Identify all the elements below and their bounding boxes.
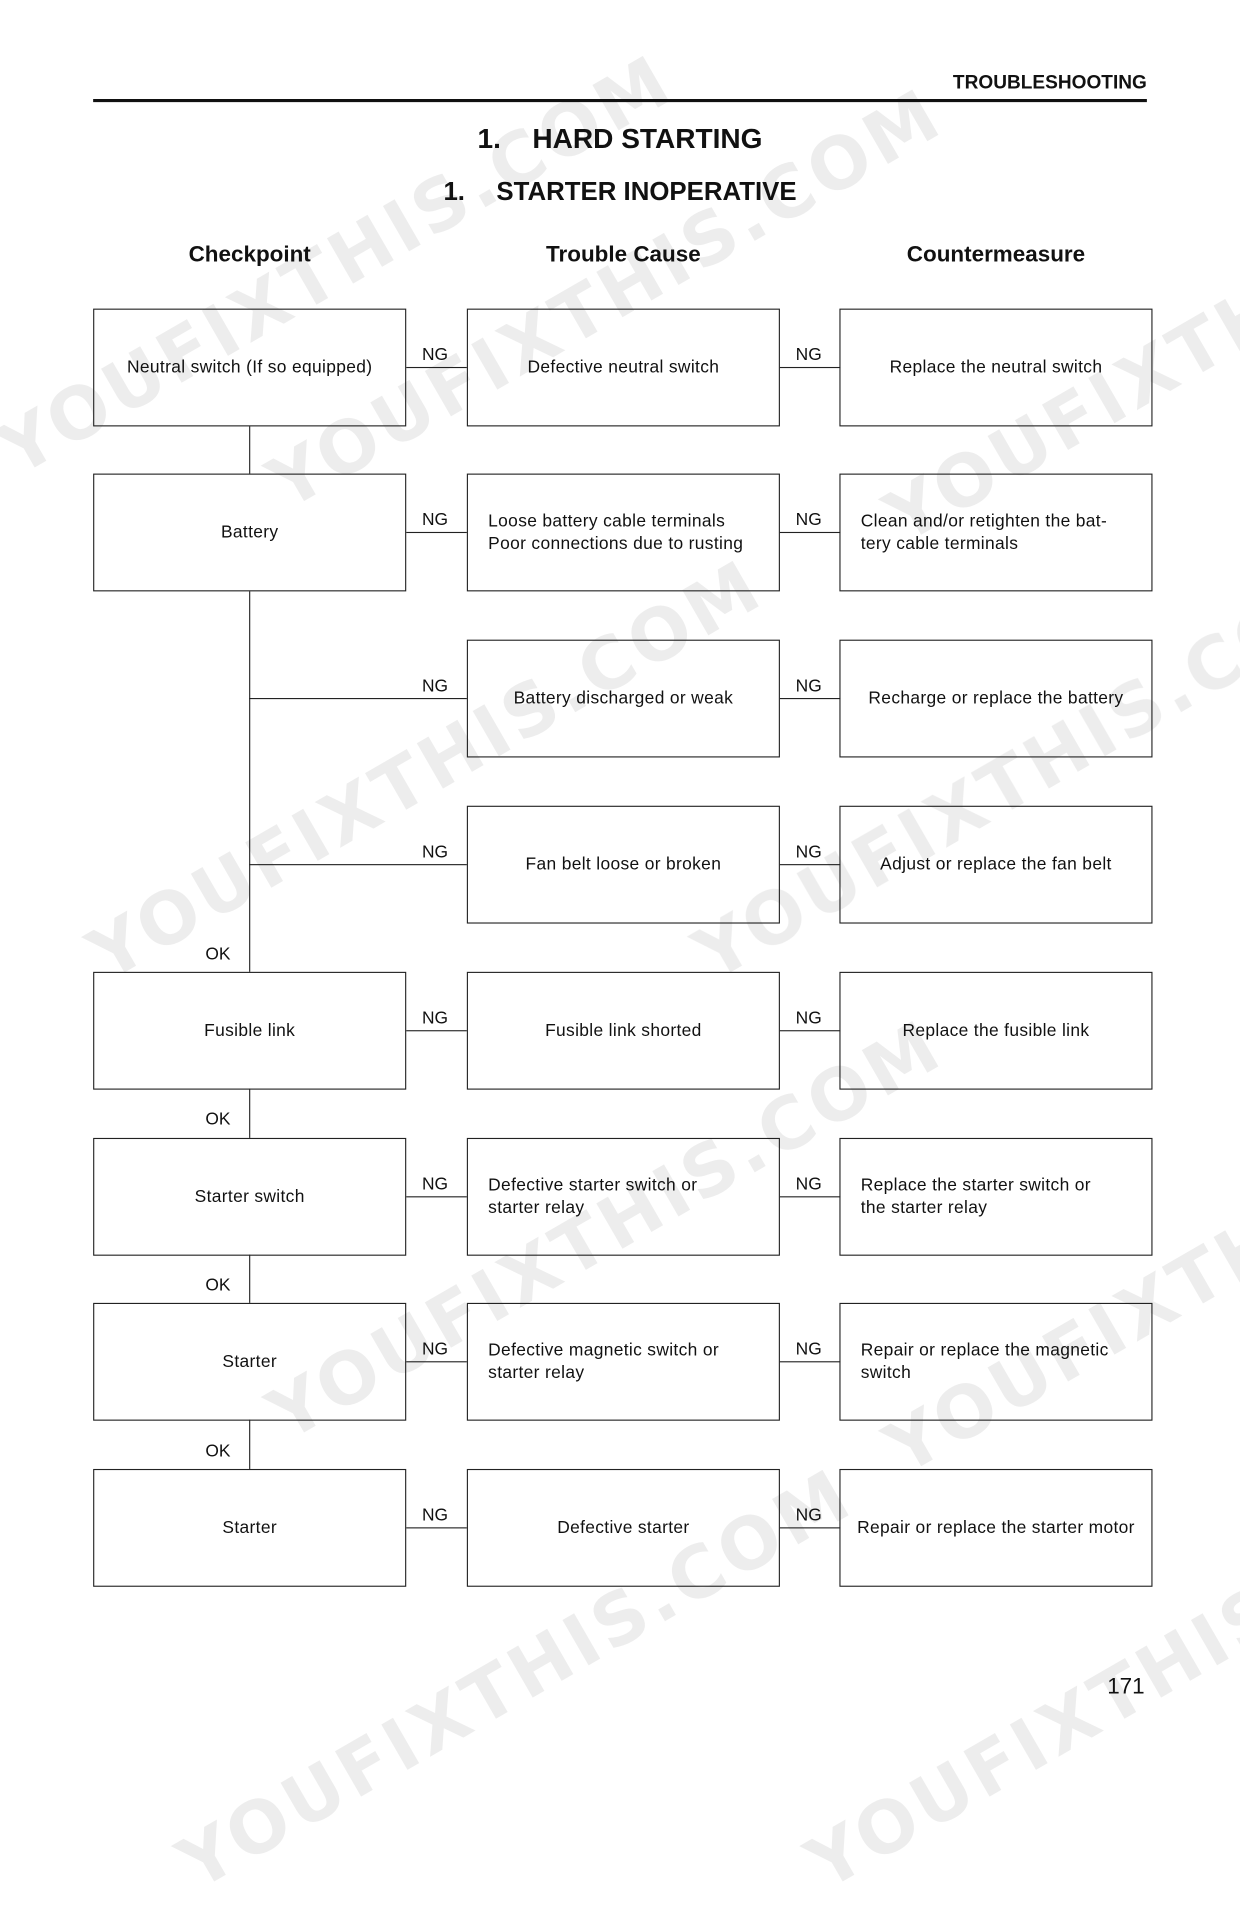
connector-line bbox=[406, 1030, 467, 1032]
checkpoint-box: Battery bbox=[93, 473, 407, 592]
watermark: YOUFIXTHIS.COM bbox=[871, 1038, 1240, 1492]
countermeasure-box: Clean and/or retighten the bat- tery cab… bbox=[839, 473, 1153, 592]
trouble-cause-box: Defective magnetic switch or starter rel… bbox=[466, 1302, 780, 1421]
page-subtitle: 1. STARTER INOPERATIVE bbox=[0, 176, 1240, 206]
ng-label: NG bbox=[421, 1008, 449, 1028]
flow-line bbox=[249, 591, 251, 972]
countermeasure-box: Replace the neutral switch bbox=[839, 308, 1153, 427]
trouble-cause-box: Fusible link shorted bbox=[466, 971, 780, 1090]
watermark: YOUFIXTHIS.COM bbox=[75, 544, 778, 998]
ng-label: NG bbox=[795, 842, 822, 862]
countermeasure-box: Replace the fusible link bbox=[839, 971, 1153, 1090]
countermeasure-box: Repair or replace the magnetic switch bbox=[839, 1302, 1153, 1421]
title-text: HARD STARTING bbox=[532, 123, 763, 155]
ok-label: OK bbox=[205, 1275, 231, 1296]
ok-label: OK bbox=[205, 944, 231, 964]
checkpoint-box: Starter bbox=[93, 1302, 407, 1421]
checkpoint-box: Starter switch bbox=[93, 1137, 407, 1256]
flow-line bbox=[249, 1254, 251, 1303]
page: YOUFIXTHIS.COM YOUFIXTHIS.COM YOUFIXTHIS… bbox=[0, 39, 1240, 1906]
column-header-checkpoint: Checkpoint bbox=[188, 242, 311, 268]
ng-label: NG bbox=[421, 345, 449, 365]
trouble-cause-box: Defective neutral switch bbox=[466, 308, 780, 427]
connector-line bbox=[779, 1361, 841, 1363]
countermeasure-box: Recharge or replace the battery bbox=[839, 639, 1153, 758]
ng-label: NG bbox=[421, 1505, 449, 1526]
connector-line bbox=[779, 1527, 841, 1529]
connector-line bbox=[406, 1527, 467, 1529]
connector-line bbox=[779, 698, 841, 700]
ng-label: NG bbox=[795, 1505, 822, 1526]
connector-line bbox=[779, 1196, 841, 1198]
branch-line bbox=[249, 864, 467, 866]
connector-line bbox=[406, 1361, 467, 1363]
flow-line bbox=[249, 1419, 251, 1469]
ng-label: NG bbox=[421, 1339, 449, 1359]
ng-label: NG bbox=[421, 1174, 449, 1195]
countermeasure-box: Adjust or replace the fan belt bbox=[839, 805, 1153, 924]
flow-line bbox=[249, 426, 251, 474]
countermeasure-box: Repair or replace the starter motor bbox=[839, 1468, 1153, 1587]
ng-label: NG bbox=[795, 1174, 822, 1195]
countermeasure-box: Replace the starter switch or the starte… bbox=[839, 1137, 1153, 1256]
ng-label: NG bbox=[795, 1339, 822, 1359]
ng-label: NG bbox=[421, 842, 449, 862]
trouble-cause-box: Battery discharged or weak bbox=[466, 639, 780, 758]
flow-line bbox=[249, 1088, 251, 1138]
column-header-cause: Trouble Cause bbox=[546, 242, 701, 268]
section-header: TROUBLESHOOTING bbox=[952, 71, 1147, 94]
subtitle-number: 1. bbox=[443, 176, 465, 206]
trouble-cause-box: Defective starter bbox=[466, 1468, 780, 1587]
subtitle-text: STARTER INOPERATIVE bbox=[496, 176, 797, 206]
ng-label: NG bbox=[421, 510, 449, 530]
ok-label: OK bbox=[205, 1109, 231, 1129]
connector-line bbox=[779, 1030, 841, 1032]
trouble-cause-box: Fan belt loose or broken bbox=[466, 805, 780, 924]
column-header-countermeasure: Countermeasure bbox=[906, 242, 1086, 268]
page-title: 1. HARD STARTING bbox=[0, 123, 1240, 156]
connector-line bbox=[406, 1196, 467, 1198]
checkpoint-box: Starter bbox=[93, 1468, 407, 1587]
branch-line bbox=[249, 698, 467, 700]
ok-label: OK bbox=[205, 1442, 231, 1462]
trouble-cause-box: Defective starter switch or starter rela… bbox=[466, 1137, 780, 1256]
ng-label: NG bbox=[795, 345, 822, 365]
title-number: 1. bbox=[477, 123, 501, 155]
connector-line bbox=[406, 366, 467, 369]
ng-label: NG bbox=[421, 676, 449, 696]
connector-line bbox=[406, 531, 467, 534]
page-number: 171 bbox=[1107, 1674, 1145, 1700]
trouble-cause-box: Loose battery cable terminals Poor conne… bbox=[466, 473, 780, 592]
checkpoint-box: Neutral switch (If so equipped) bbox=[93, 308, 407, 427]
ng-label: NG bbox=[795, 510, 822, 530]
connector-line bbox=[779, 531, 841, 534]
checkpoint-box: Fusible link bbox=[93, 971, 407, 1090]
connector-line bbox=[779, 366, 841, 369]
connector-line bbox=[779, 864, 841, 866]
ng-label: NG bbox=[795, 1008, 822, 1028]
ng-label: NG bbox=[795, 676, 822, 696]
header-rule bbox=[93, 98, 1147, 103]
